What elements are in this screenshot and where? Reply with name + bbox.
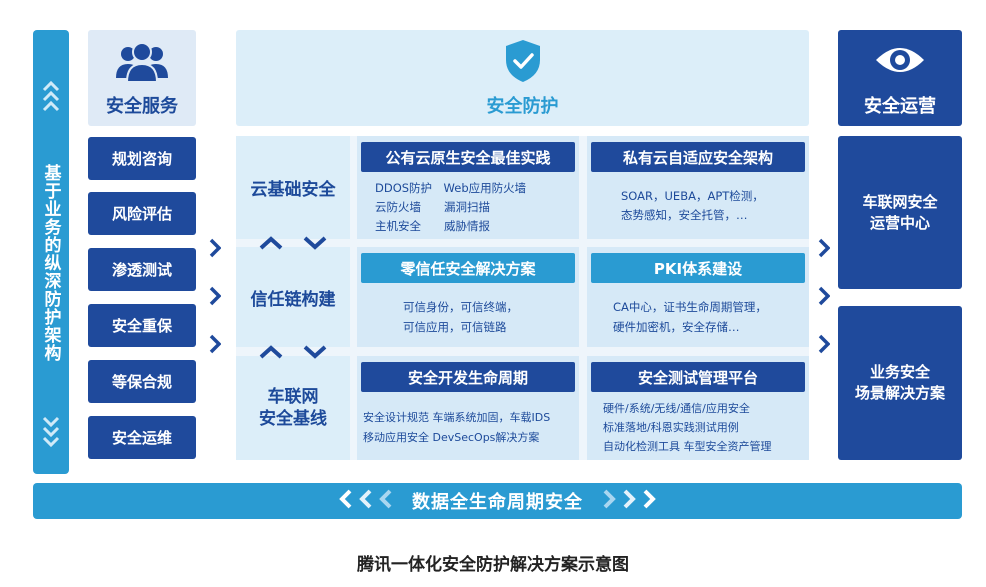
card-line: 可信应用，可信链路 (403, 320, 507, 334)
chevron-up-icon (258, 344, 284, 363)
left-vertical-text: 基于业务的纵深防护架构 (40, 164, 61, 362)
layer-label-line: 安全基线 (259, 409, 327, 429)
card-public-cloud: 公有云原生安全最佳实践 DDOS防护 Web应用防火墙 云防火墙 漏洞扫描 主机… (357, 136, 579, 239)
ops-box-line: 车联网安全 (862, 192, 938, 211)
protect-header: 安全防护 (236, 30, 809, 126)
ops-box-center: 车联网安全 运营中心 (838, 136, 962, 289)
chevron-up-icon (258, 235, 284, 254)
card-line: 硬件/系统/无线/通信/应用安全 (603, 402, 750, 415)
card-line: 自动化检测工具 车型安全资产管理 (603, 440, 772, 453)
service-item: 渗透测试 (88, 248, 196, 291)
card-line: 硬件加密机，安全存储… (613, 320, 740, 334)
layer-label-line: 车联网 (267, 387, 319, 407)
bottom-bar-text: 数据全生命周期安全 (412, 492, 583, 513)
ops-title: 安全运营 (864, 96, 936, 117)
chevron-left-icon (338, 489, 398, 513)
layer-label-baseline: 车联网 安全基线 (236, 356, 350, 460)
card-test-platform: 安全测试管理平台 硬件/系统/无线/通信/应用安全 标准落地/科恩实践测试用例 … (587, 356, 809, 460)
card-private-cloud: 私有云自适应安全架构 SOAR，UEBA，APT检测， 态势感知，安全托管，… (587, 136, 809, 239)
card-line: 态势感知，安全托管，… (621, 208, 748, 222)
service-title: 安全服务 (106, 96, 178, 117)
chevron-down-icon (302, 235, 328, 254)
eye-icon (838, 42, 962, 82)
chevron-right-icon (207, 334, 223, 354)
chevron-down-icon (302, 344, 328, 363)
protect-title: 安全防护 (486, 96, 559, 117)
users-icon (88, 40, 196, 88)
chevron-right-icon (816, 286, 832, 306)
card-title: 安全开发生命周期 (361, 362, 575, 392)
service-header: 安全服务 (88, 30, 196, 126)
chevron-right-icon (207, 286, 223, 306)
chevron-down-icon (33, 416, 69, 451)
card-sdl: 安全开发生命周期 安全设计规范 车端系统加固，车载IDS 移动应用安全 DevS… (357, 356, 579, 460)
layer-label-trust: 信任链构建 (236, 247, 350, 347)
shield-check-icon (236, 38, 809, 88)
card-line: 主机安全 威胁情报 (375, 219, 490, 233)
card-line: DDOS防护 Web应用防火墙 (375, 181, 527, 195)
card-line: 移动应用安全 DevSecOps解决方案 (363, 431, 540, 444)
chevron-right-icon (816, 334, 832, 354)
card-line: CA中心，证书生命周期管理， (613, 300, 767, 314)
card-line: 标准落地/科恩实践测试用例 (603, 421, 739, 434)
service-item: 等保合规 (88, 360, 196, 403)
ops-box-line: 场景解决方案 (854, 384, 945, 402)
ops-header: 安全运营 (838, 30, 962, 126)
card-title: 零信任安全解决方案 (361, 253, 575, 283)
chevron-right-icon (597, 489, 657, 513)
card-title: 安全测试管理平台 (591, 362, 805, 392)
ops-box-line: 业务安全 (869, 363, 930, 381)
card-line: 安全设计规范 车端系统加固，车载IDS (363, 411, 551, 424)
layer-label-cloud: 云基础安全 (236, 136, 350, 239)
left-depth-bar: 基于业务的纵深防护架构 (33, 30, 69, 474)
caption: 腾讯一体化安全防护解决方案示意图 (357, 554, 629, 575)
card-pki: PKI体系建设 CA中心，证书生命周期管理， 硬件加密机，安全存储… (587, 247, 809, 347)
card-title: 私有云自适应安全架构 (591, 142, 805, 172)
card-line: 云防火墙 漏洞扫描 (375, 200, 490, 214)
card-title: 公有云原生安全最佳实践 (361, 142, 575, 172)
ops-box-scenario: 业务安全 场景解决方案 (838, 306, 962, 460)
service-item: 安全重保 (88, 304, 196, 347)
chevron-right-icon (207, 238, 223, 258)
service-item: 安全运维 (88, 416, 196, 459)
chevron-up-icon (33, 78, 69, 113)
data-lifecycle-bar: 数据全生命周期安全 (33, 483, 962, 519)
service-item: 规划咨询 (88, 137, 196, 180)
card-line: SOAR，UEBA，APT检测， (621, 189, 764, 203)
chevron-right-icon (816, 238, 832, 258)
card-zero-trust: 零信任安全解决方案 可信身份，可信终端， 可信应用，可信链路 (357, 247, 579, 347)
service-item: 风险评估 (88, 192, 196, 235)
card-line: 可信身份，可信终端， (403, 300, 518, 314)
card-title: PKI体系建设 (591, 253, 805, 283)
ops-box-line: 运营中心 (869, 213, 930, 232)
